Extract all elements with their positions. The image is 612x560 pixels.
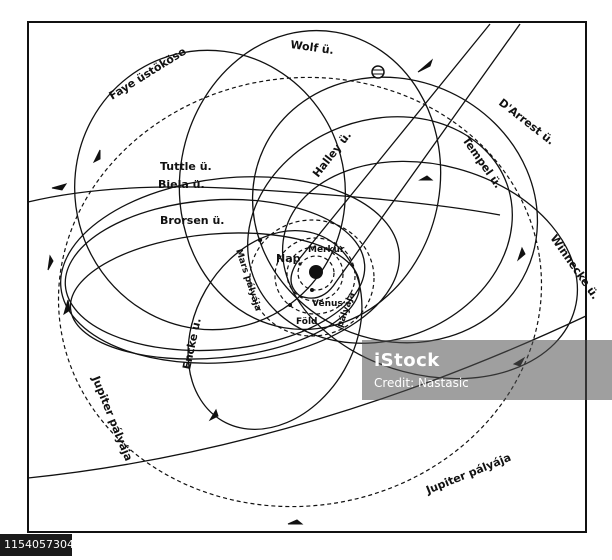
label-faye: Faye üstököse — [107, 45, 189, 103]
label-nap: Nap — [276, 252, 301, 265]
diagram-frame — [27, 21, 587, 533]
watermark-logo: iStock — [374, 350, 440, 371]
venus-orbit — [286, 246, 344, 302]
darrest-orbit — [251, 76, 539, 344]
label-darrest: D'Arrest ü. — [496, 96, 557, 147]
mercury-orbit — [297, 255, 335, 291]
wolf-orbit — [178, 29, 442, 331]
jupiter-planet — [371, 65, 385, 79]
mercury-planet — [298, 262, 302, 266]
image-id-bar: 1154057304 — [0, 534, 74, 556]
label-fold: Föld — [296, 317, 318, 327]
venus-planet — [310, 288, 314, 292]
label-wolf: Wolf ü. — [290, 38, 335, 57]
label-venus: Vénus — [312, 298, 343, 309]
label-biela: Biela ü. — [158, 178, 205, 191]
label-winnecke: Winnecke ü. — [548, 232, 602, 302]
watermark-overlay: iStock Credit: Nastasic — [362, 340, 612, 400]
halley-orbit — [290, 23, 521, 299]
mars-planet — [257, 237, 263, 243]
mars-orbit — [249, 219, 375, 337]
label-halley: Halley ü. — [310, 129, 354, 180]
sun — [309, 265, 323, 279]
encke-orbit — [187, 230, 363, 430]
watermark-credit: Credit: Nastasic — [374, 376, 469, 390]
label-jupiter-left: Jupiter pályája — [89, 373, 135, 463]
biela-orbit — [64, 198, 366, 352]
label-merkur: Merkur — [308, 245, 345, 255]
tuttle-orbit — [60, 176, 400, 364]
image-id: 1154057304 — [4, 538, 74, 551]
label-tuttle: Tuttle ü. — [160, 160, 212, 173]
tempel-orbit — [247, 116, 513, 344]
label-tempel: Tempel ü. — [460, 134, 505, 191]
faye-orbit — [74, 49, 346, 331]
label-brorsen: Brorsen ü. — [160, 214, 224, 227]
label-jupiter-bottom: Jupiter pályája — [423, 451, 513, 497]
jupiter-orbit — [57, 76, 543, 508]
long-comet-orbit — [27, 186, 501, 216]
earth-planet — [288, 303, 292, 307]
earth-orbit — [274, 237, 356, 315]
